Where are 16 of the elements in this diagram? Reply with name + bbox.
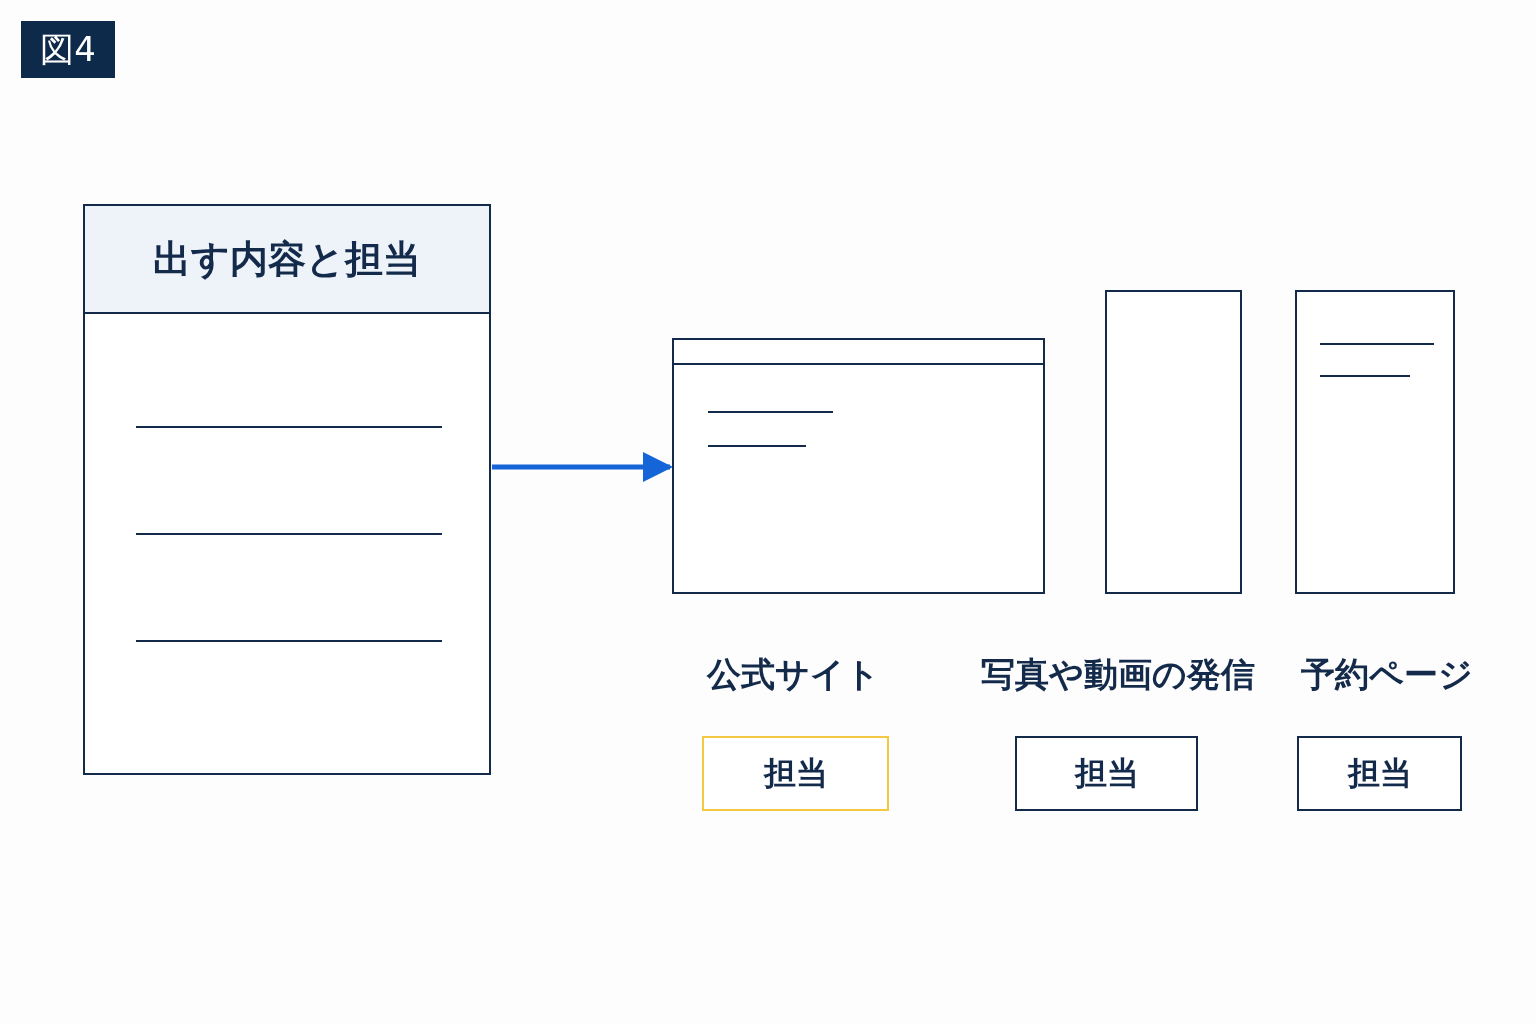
document-card <box>83 204 491 775</box>
node-caption: 公式サイト <box>706 653 880 696</box>
tag-label: 担当 <box>763 752 828 794</box>
figure-number-badge: 図4 <box>21 21 115 78</box>
arrow <box>492 452 673 482</box>
card-heading: 出す内容と担当 <box>153 235 421 283</box>
assignee-tag <box>702 736 889 811</box>
tag-label: 担当 <box>1074 752 1139 794</box>
tall-panel <box>1105 290 1242 594</box>
tag-label: 担当 <box>1347 752 1412 794</box>
assignee-tag <box>1297 736 1462 811</box>
node-caption: 写真や動画の発信 <box>981 653 1255 696</box>
page-panel <box>1295 290 1455 594</box>
node-caption: 予約ページ <box>1301 653 1473 696</box>
browser-window <box>672 338 1045 594</box>
assignee-tag <box>1015 736 1198 811</box>
